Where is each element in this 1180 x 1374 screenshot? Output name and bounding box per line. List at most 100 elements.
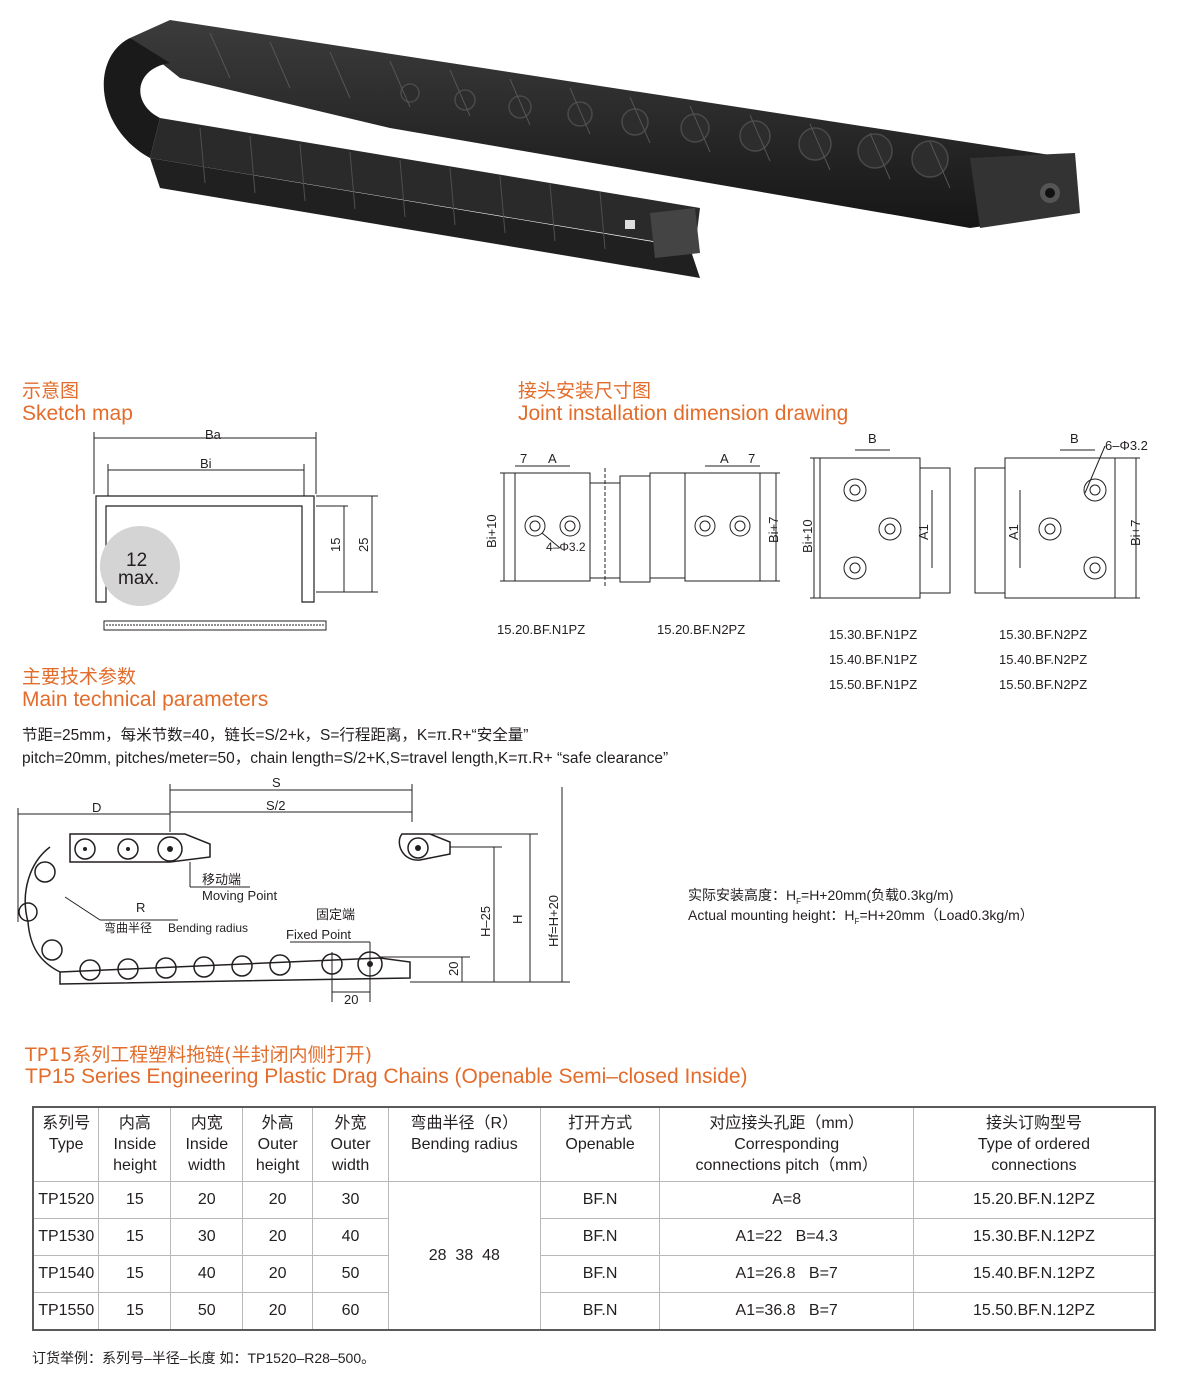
params-line-en: pitch=20mm, pitches/meter=50，chain lengt… bbox=[22, 750, 669, 767]
cell-type: TP1520 bbox=[32, 1181, 100, 1219]
joint-b-right: B bbox=[1070, 431, 1079, 446]
series-title-en: TP15 Series Engineering Plastic Drag Cha… bbox=[25, 1065, 748, 1088]
chain-install-diagram: D S S/2 R 移动端 Moving Point 弯曲半径 Bending … bbox=[17, 775, 570, 1007]
joint-7-mid: 7 bbox=[748, 451, 755, 466]
joint-bi7-mid: Bi+7 bbox=[766, 517, 781, 543]
series-title-zh: TP15系列工程塑料拖链(半封闭内侧打开) bbox=[25, 1044, 373, 1066]
cell-outer-height: 20 bbox=[242, 1292, 314, 1331]
params-line-zh: 节距=25mm，每米节数=40，链长=S/2+k，S=行程距离，K=π.R+“安… bbox=[22, 727, 529, 744]
cell-inside-width: 20 bbox=[170, 1181, 244, 1219]
cell-pitch: A1=36.8 B=7 bbox=[659, 1292, 914, 1331]
drag-chain-photo bbox=[103, 20, 1080, 278]
caption-n1pz-list: 15.30.BF.N1PZ 15.40.BF.N1PZ 15.50.BF.N1P… bbox=[829, 622, 917, 697]
sketch-bi-label: Bi bbox=[200, 456, 212, 471]
cell-openable: BF.N bbox=[539, 1255, 661, 1293]
chain-20-vertical: 20 bbox=[446, 962, 461, 976]
sketch-12-label: 12 bbox=[126, 550, 147, 571]
cell-outer-width: 40 bbox=[312, 1218, 389, 1256]
chain-bend-en: Bending radius bbox=[168, 921, 248, 935]
sketch-title-en: Sketch map bbox=[22, 402, 133, 425]
header-bending-radius: 弯曲半径（R）Bending radius bbox=[387, 1106, 541, 1182]
caption-n2pz-50: 15.50.BF.N2PZ bbox=[999, 677, 1088, 692]
cell-openable: BF.N bbox=[539, 1292, 661, 1331]
cell-pitch: A1=26.8 B=7 bbox=[659, 1255, 914, 1293]
joint-drawing: 7 A A 7 B B 6–Φ3.2 4–Φ3.2 Bi+10 Bi+7 Bi+… bbox=[484, 431, 1148, 599]
table-row: TP1550 15 50 20 60 BF.N A1=36.8 B=7 15.5… bbox=[32, 1292, 1156, 1331]
chain-moving-en: Moving Point bbox=[202, 888, 278, 903]
cell-type: TP1540 bbox=[32, 1255, 100, 1293]
params-title-en: Main technical parameters bbox=[22, 688, 269, 711]
table-row: TP1530 15 30 20 40 BF.N A1=22 B=4.3 15.3… bbox=[32, 1218, 1156, 1256]
cell-order: 15.20.BF.N.12PZ bbox=[912, 1181, 1156, 1219]
joint-title-zh: 接头安装尺寸图 bbox=[518, 380, 652, 402]
chain-fixed-zh: 固定端 bbox=[316, 907, 355, 922]
caption-n1pz-40: 15.40.BF.N1PZ bbox=[829, 652, 918, 667]
sketch-title-zh: 示意图 bbox=[22, 380, 80, 402]
cell-pitch: A1=22 B=4.3 bbox=[659, 1218, 914, 1256]
caption-n1pz-50: 15.50.BF.N1PZ bbox=[829, 677, 918, 692]
table-row: TP1540 15 40 20 50 BF.N A1=26.8 B=7 15.4… bbox=[32, 1255, 1156, 1293]
chain-bend-zh: 弯曲半径 bbox=[104, 920, 152, 935]
mount-zh-rest: =H+20mm(负载0.3kg/m) bbox=[801, 887, 954, 903]
joint-a-mid: A bbox=[720, 451, 729, 466]
joint-a-left: A bbox=[548, 451, 557, 466]
chain-h-label: H bbox=[510, 915, 525, 924]
cell-type: TP1550 bbox=[32, 1292, 100, 1331]
mount-height-zh: 实际安装高度：HF=H+20mm(负载0.3kg/m) bbox=[688, 885, 954, 906]
cell-outer-height: 20 bbox=[242, 1218, 314, 1256]
order-example: 订货举例：系列号–半径–长度 如：TP1520–R28–500。 bbox=[32, 1350, 376, 1366]
mount-en-sub: F bbox=[854, 916, 860, 926]
mount-en-rest: =H+20mm（Load0.3kg/m） bbox=[859, 907, 1034, 923]
cell-openable: BF.N bbox=[539, 1218, 661, 1256]
sketch-max-label: max. bbox=[118, 568, 159, 589]
cell-inside-height: 15 bbox=[98, 1218, 172, 1256]
cell-bending-radius: 28 38 48 bbox=[387, 1181, 541, 1331]
cell-inside-width: 50 bbox=[170, 1292, 244, 1331]
caption-n2pz-list: 15.30.BF.N2PZ 15.40.BF.N2PZ 15.50.BF.N2P… bbox=[999, 622, 1087, 697]
joint-bi10-left: Bi+10 bbox=[484, 514, 499, 548]
cell-openable: BF.N bbox=[539, 1181, 661, 1219]
chain-s2-label: S/2 bbox=[266, 798, 286, 813]
joint-6holes: 6–Φ3.2 bbox=[1105, 438, 1148, 453]
cell-inside-width: 40 bbox=[170, 1255, 244, 1293]
mount-zh-main: 实际安装高度：H bbox=[688, 887, 797, 903]
caption-1520-n2pz: 15.20.BF.N2PZ bbox=[657, 622, 746, 637]
cell-inside-height: 15 bbox=[98, 1292, 172, 1331]
cell-outer-height: 20 bbox=[242, 1255, 314, 1293]
joint-bi10-right: Bi+10 bbox=[800, 519, 815, 553]
cell-outer-width: 30 bbox=[312, 1181, 389, 1219]
cell-outer-width: 50 bbox=[312, 1255, 389, 1293]
table-row: TP1520 15 20 20 30 28 38 48 BF.N A=8 15.… bbox=[32, 1181, 1156, 1331]
cell-inside-height: 15 bbox=[98, 1181, 172, 1219]
caption-n2pz-30: 15.30.BF.N2PZ bbox=[999, 627, 1088, 642]
mount-en-main: Actual mounting height：H bbox=[688, 907, 855, 923]
cell-order: 15.30.BF.N.12PZ bbox=[912, 1218, 1156, 1256]
sketch-25-label: 25 bbox=[356, 538, 371, 552]
cell-outer-width: 60 bbox=[312, 1292, 389, 1331]
cell-inside-height: 15 bbox=[98, 1255, 172, 1293]
chain-moving-zh: 移动端 bbox=[202, 872, 241, 887]
joint-b-left: B bbox=[868, 431, 877, 446]
joint-a1-right: A1 bbox=[1006, 524, 1021, 540]
sketch-map-drawing: Ba Bi 15 25 12 max. bbox=[93, 427, 378, 631]
mount-height-en: Actual mounting height：HF=H+20mm（Load0.3… bbox=[688, 905, 1034, 926]
joint-4holes: 4–Φ3.2 bbox=[546, 540, 586, 554]
joint-bi7-right: Bi+7 bbox=[1128, 520, 1143, 546]
sketch-15-label: 15 bbox=[328, 538, 343, 552]
joint-7-left: 7 bbox=[520, 451, 527, 466]
chain-fixed-en: Fixed Point bbox=[286, 927, 351, 942]
chain-r-label: R bbox=[136, 900, 145, 915]
cell-inside-width: 30 bbox=[170, 1218, 244, 1256]
sketch-ba-label: Ba bbox=[205, 427, 222, 442]
chain-hf-label: Hf=H+20 bbox=[546, 895, 561, 947]
cell-type: TP1530 bbox=[32, 1218, 100, 1256]
